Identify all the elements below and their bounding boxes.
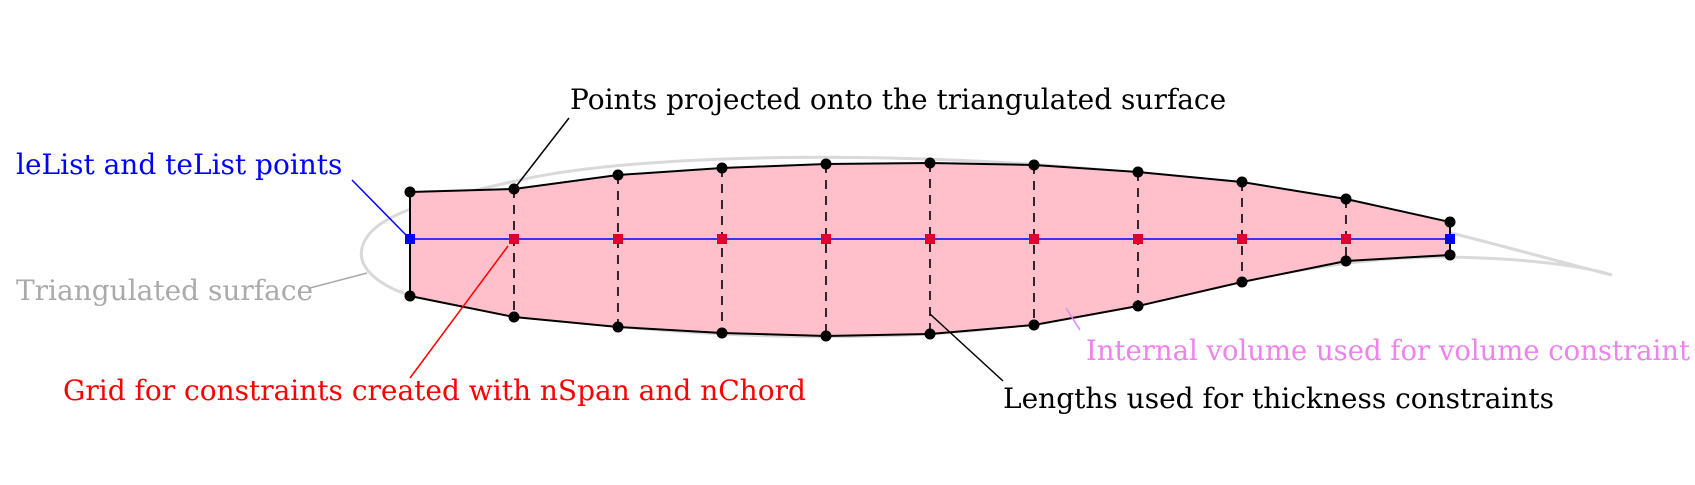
grid-markers: [509, 234, 1351, 244]
projected-point: [1028, 319, 1040, 331]
projected-point: [1444, 216, 1456, 228]
grid-marker: [717, 234, 727, 244]
lengths-leader: [929, 313, 1004, 382]
projected-point: [820, 158, 832, 170]
triangulated-surface-label: Triangulated surface: [16, 274, 313, 307]
le-te-leader: [351, 179, 407, 236]
grid-marker: [613, 234, 623, 244]
projected-point: [1132, 166, 1144, 178]
projected-point: [1340, 193, 1352, 205]
projected-point: [1236, 276, 1248, 288]
projected-point: [924, 157, 936, 169]
projected-point: [508, 311, 520, 323]
grid-marker: [1029, 234, 1039, 244]
volume-leader: [1065, 307, 1081, 331]
projected-point: [612, 321, 624, 333]
projected-point: [716, 162, 728, 174]
grid-marker: [1341, 234, 1351, 244]
grid-marker: [1237, 234, 1247, 244]
projected-point: [1444, 249, 1456, 261]
projected-point: [1028, 159, 1040, 171]
projected-point: [404, 290, 416, 302]
volume-label: Internal volume used for volume constrai…: [1086, 334, 1691, 367]
projected-point: [1340, 255, 1352, 267]
projected-points-label: Points projected onto the triangulated s…: [570, 83, 1226, 116]
projected-point: [1236, 176, 1248, 188]
projected-point: [612, 169, 624, 181]
grid-marker: [925, 234, 935, 244]
triangulated-leader: [309, 272, 368, 289]
projected-point: [716, 327, 728, 339]
grid-leader: [409, 245, 509, 379]
projected-point: [404, 186, 416, 198]
grid-marker: [509, 234, 519, 244]
grid-marker: [821, 234, 831, 244]
te-marker: [1445, 234, 1455, 244]
grid-marker: [1133, 234, 1143, 244]
le-te-points-label: leList and teList points: [16, 148, 342, 181]
projected-point: [924, 328, 936, 340]
grid-constraints-label: Grid for constraints created with nSpan …: [63, 374, 806, 407]
le-marker: [405, 234, 415, 244]
projected-point: [820, 330, 832, 342]
projected-point: [1132, 300, 1144, 312]
projected-leader: [513, 117, 570, 190]
lengths-label: Lengths used for thickness constraints: [1003, 382, 1554, 415]
